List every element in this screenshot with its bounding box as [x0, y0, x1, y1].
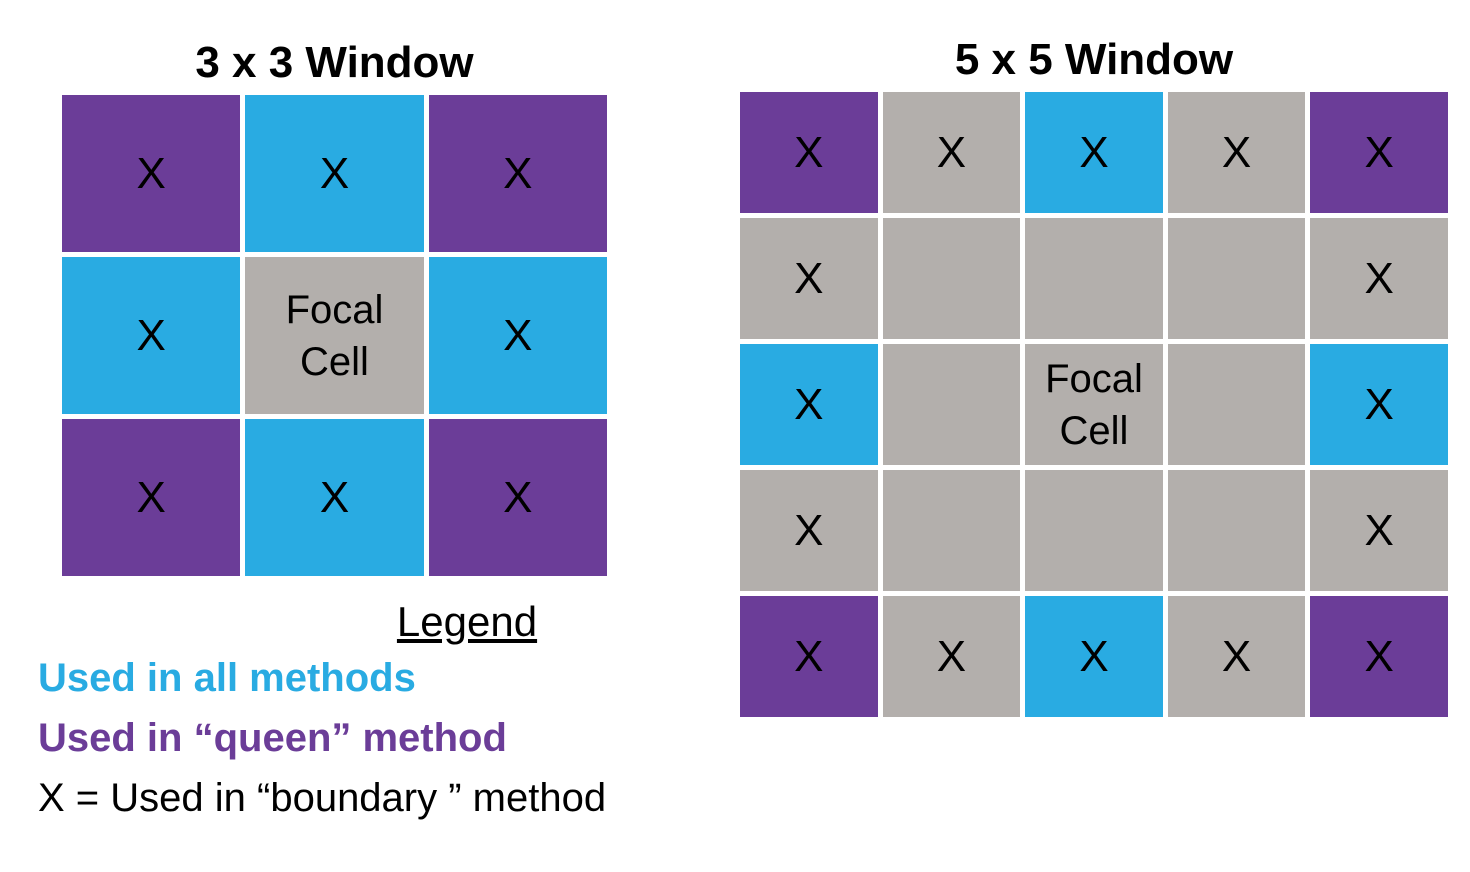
grid-cell-r3c2-neutral: [882, 344, 1021, 465]
legend-item-queen-method: Used in “queen” method: [38, 716, 507, 760]
grid-cell-r1c3-all: X: [1025, 92, 1163, 213]
grid-cell-r2c1-all: X: [62, 257, 241, 414]
grid-cell-r3c1-all: X: [740, 344, 878, 465]
legend-item-all-methods: Used in all methods: [38, 656, 416, 700]
focal-cell: Focal Cell: [245, 257, 424, 414]
grid-cell-r2c4-neutral: [1167, 218, 1306, 339]
window-3x3-title: 3 x 3 Window: [195, 38, 474, 87]
grid-cell-r2c5-neutral: X: [1310, 218, 1448, 339]
grid-cell-r1c1-queen: X: [62, 95, 241, 252]
grid-cell-r3c5-all: X: [1310, 344, 1448, 465]
grid-cell-r4c1-neutral: X: [740, 470, 878, 591]
focal-cell: Focal Cell: [1025, 344, 1163, 465]
grid-cell-r2c3-all: X: [428, 257, 607, 414]
grid-cell-r1c2-neutral: X: [882, 92, 1021, 213]
legend-title: Legend: [396, 598, 538, 645]
legend: Used in all methods Used in “queen” meth…: [38, 648, 606, 828]
grid-cell-r1c1-queen: X: [740, 92, 878, 213]
grid-cell-r1c4-neutral: X: [1167, 92, 1306, 213]
grid-cell-r2c2-neutral: [882, 218, 1021, 339]
grid-cell-r3c3-queen: X: [428, 419, 607, 576]
grid-cell-r1c5-queen: X: [1310, 92, 1448, 213]
grid-cell-r5c4-neutral: X: [1167, 596, 1306, 717]
grid-cell-r4c3-neutral: [1025, 470, 1163, 591]
grid-cell-r2c3-neutral: [1025, 218, 1163, 339]
grid-cell-r3c4-neutral: [1167, 344, 1306, 465]
grid-cell-r5c3-all: X: [1025, 596, 1163, 717]
grid-cell-r1c2-all: X: [245, 95, 424, 252]
grid-cell-r1c3-queen: X: [428, 95, 607, 252]
grid-cell-r5c1-queen: X: [740, 596, 878, 717]
grid-cell-r4c4-neutral: [1167, 470, 1306, 591]
grid-cell-r2c1-neutral: X: [740, 218, 878, 339]
grid-cell-r5c5-queen: X: [1310, 596, 1448, 717]
grid-cell-r5c2-neutral: X: [882, 596, 1021, 717]
window-5x5-title: 5 x 5 Window: [954, 35, 1234, 84]
grid-cell-r3c1-queen: X: [62, 419, 241, 576]
grid-cell-r3c2-all: X: [245, 419, 424, 576]
grid-cell-r4c2-neutral: [882, 470, 1021, 591]
legend-item-boundary-method: X = Used in “boundary ” method: [38, 776, 607, 820]
grid-cell-r4c5-neutral: X: [1310, 470, 1448, 591]
